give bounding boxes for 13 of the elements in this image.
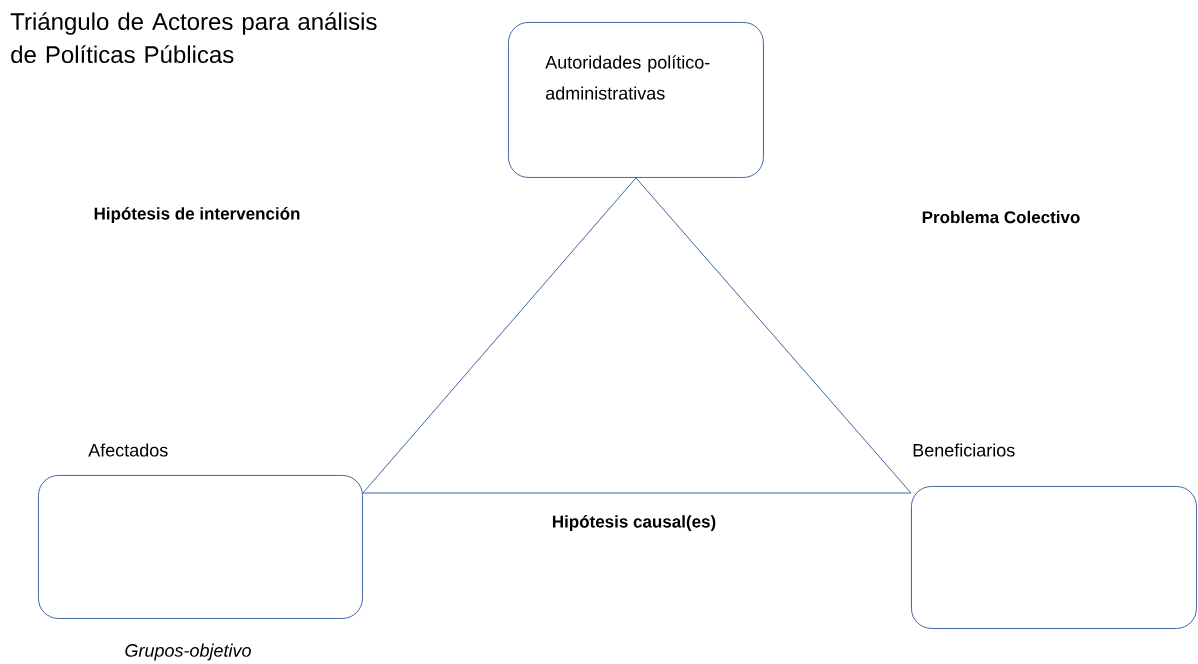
triangle-side bbox=[362, 177, 637, 494]
node-label: Beneficiarios bbox=[913, 443, 1015, 457]
title: Triángulo de Actores para análisis de Políticas Públicas bbox=[10, 12, 377, 64]
side-label: Hipótesis de intervención bbox=[94, 207, 300, 223]
edge-label: Hipótesis causal(es) bbox=[550, 514, 718, 532]
node-label: Afectados bbox=[88, 443, 168, 457]
rounded-box: Afectados bbox=[38, 443, 363, 619]
rounded-box: Autoridades político-administrativas bbox=[508, 22, 764, 178]
triangle-side bbox=[362, 492, 912, 494]
rounded-box: Beneficiarios bbox=[911, 443, 1197, 629]
side-label: Problema Colectivo bbox=[922, 210, 1080, 224]
triangle-side bbox=[635, 177, 912, 494]
node-label: Grupos-objetivo bbox=[125, 643, 251, 661]
